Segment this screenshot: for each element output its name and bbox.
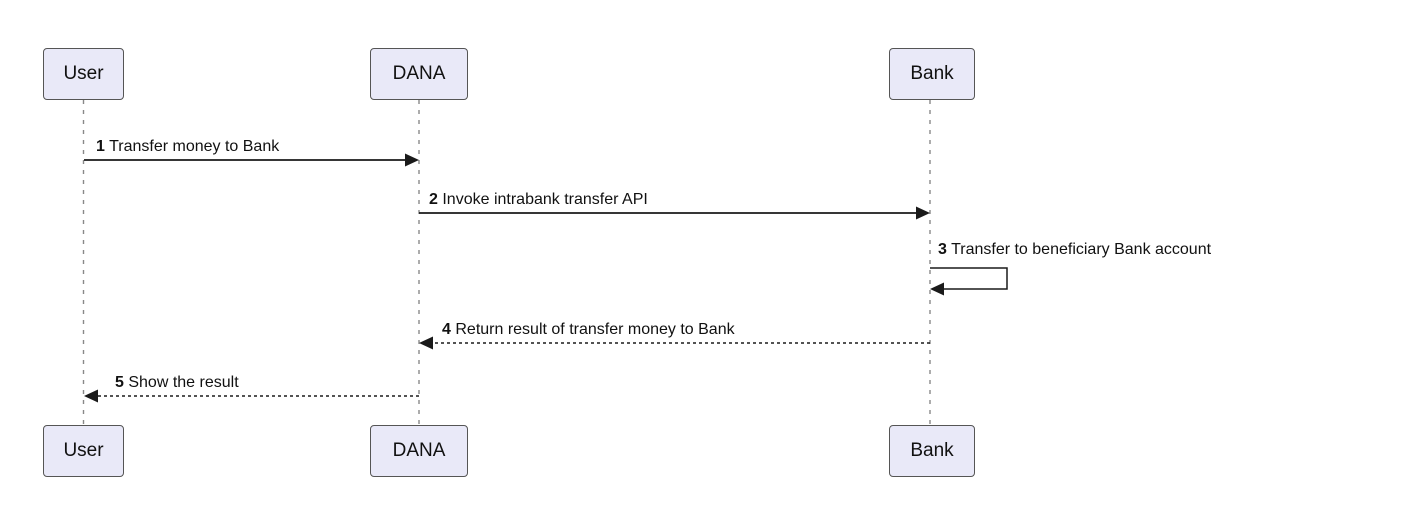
message-3-loop-line xyxy=(930,267,1008,290)
message-2-label: 2 Invoke intrabank transfer API xyxy=(429,190,648,210)
actor-bottom-bank: Bank xyxy=(889,425,975,477)
message-5-arrowhead xyxy=(84,389,98,403)
message-4-arrowhead xyxy=(419,336,433,350)
actor-top-user: User xyxy=(43,48,124,100)
actor-bottom-user-label: User xyxy=(63,440,104,461)
actor-top-bank: Bank xyxy=(889,48,975,100)
message-5-text: Show the result xyxy=(128,374,239,391)
message-3-arrowhead xyxy=(930,282,944,296)
message-1-arrowhead xyxy=(405,153,419,167)
message-4-label: 4 Return result of transfer money to Ban… xyxy=(442,320,735,340)
actor-bottom-dana: DANA xyxy=(370,425,468,477)
message-5-number: 5 xyxy=(115,374,124,391)
message-4-number: 4 xyxy=(442,321,451,338)
actor-top-dana: DANA xyxy=(370,48,468,100)
message-5-label: 5 Show the result xyxy=(115,373,239,393)
actor-top-dana-label: DANA xyxy=(392,63,446,84)
message-2-number: 2 xyxy=(429,191,438,208)
actor-top-bank-label: Bank xyxy=(910,63,954,84)
message-4-text: Return result of transfer money to Bank xyxy=(455,321,735,338)
message-1-label: 1 Transfer money to Bank xyxy=(96,137,279,157)
actor-bottom-user: User xyxy=(43,425,124,477)
actor-top-user-label: User xyxy=(63,63,104,84)
message-3-number: 3 xyxy=(938,241,947,258)
message-1-number: 1 xyxy=(96,138,105,155)
message-3-text: Transfer to beneficiary Bank account xyxy=(951,241,1212,258)
message-2-arrowhead xyxy=(916,206,930,220)
actor-bottom-bank-label: Bank xyxy=(910,440,954,461)
message-2-text: Invoke intrabank transfer API xyxy=(442,191,648,208)
message-3-label: 3 Transfer to beneficiary Bank account xyxy=(938,240,1211,260)
message-1-text: Transfer money to Bank xyxy=(109,138,280,155)
actor-bottom-dana-label: DANA xyxy=(392,440,446,461)
